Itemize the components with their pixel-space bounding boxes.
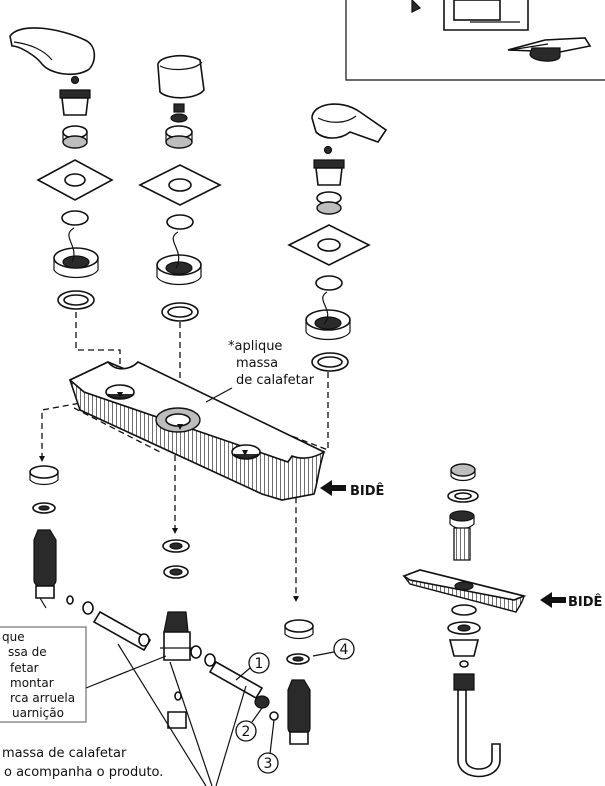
- svg-text:1: 1: [255, 656, 264, 672]
- note-line-3: fetar: [10, 661, 39, 675]
- bottom-note-line1: massa de calafetar: [2, 746, 127, 761]
- sealant-pointer: [205, 387, 233, 403]
- callout-2: 2: [235, 707, 263, 742]
- bidet-countertop-slab: [68, 361, 326, 501]
- note-line-6: uarnição: [12, 706, 64, 720]
- svg-text:4: 4: [340, 642, 349, 658]
- left-lever-handle-icon: [9, 27, 96, 76]
- bottom-note-line2: o acompanha o produto.: [4, 765, 163, 780]
- inset-fragment-icon: [411, 0, 422, 13]
- right-lever-handle-icon: [311, 103, 388, 143]
- bide-label-main: BIDÊ: [350, 483, 384, 499]
- sealant-note-line1: *aplique: [228, 339, 282, 354]
- sealant-note-line3: de calafetar: [236, 373, 315, 388]
- left-lower-valve: [29, 465, 59, 609]
- small-washer: [269, 711, 279, 721]
- right-valve-stack: [287, 145, 371, 372]
- note-line-1: que: [2, 630, 25, 644]
- bide-arrow-detail: [540, 592, 566, 608]
- svg-text:2: 2: [242, 724, 251, 740]
- callout-4: 4: [312, 638, 355, 660]
- note-line-2: ssa de: [8, 645, 47, 659]
- middle-valve-stack: [138, 103, 222, 322]
- bide-label-detail: BIDÊ: [568, 594, 602, 610]
- bide-arrow-main: [320, 480, 346, 496]
- drain-assembly-detail: [402, 463, 527, 778]
- left-valve-stack: [36, 75, 114, 310]
- middle-cap-icon: [157, 54, 205, 99]
- note-line-5: rca arruela: [10, 691, 75, 705]
- arrow-markers: [39, 392, 299, 602]
- svg-text:3: 3: [264, 756, 273, 772]
- sealant-note-line2: massa: [236, 356, 278, 371]
- inset-preview: [345, 0, 605, 81]
- left-connector-parts: [66, 595, 152, 652]
- note-line-4: montar: [10, 676, 54, 690]
- note-box: [0, 626, 87, 723]
- note-pointer: [85, 655, 167, 689]
- callout-3: 3: [257, 719, 279, 774]
- right-lower-valve: [284, 619, 314, 745]
- middle-lower-parts: [160, 539, 196, 729]
- callout-1: 1: [235, 652, 270, 681]
- bottom-note-pointers: [117, 643, 247, 786]
